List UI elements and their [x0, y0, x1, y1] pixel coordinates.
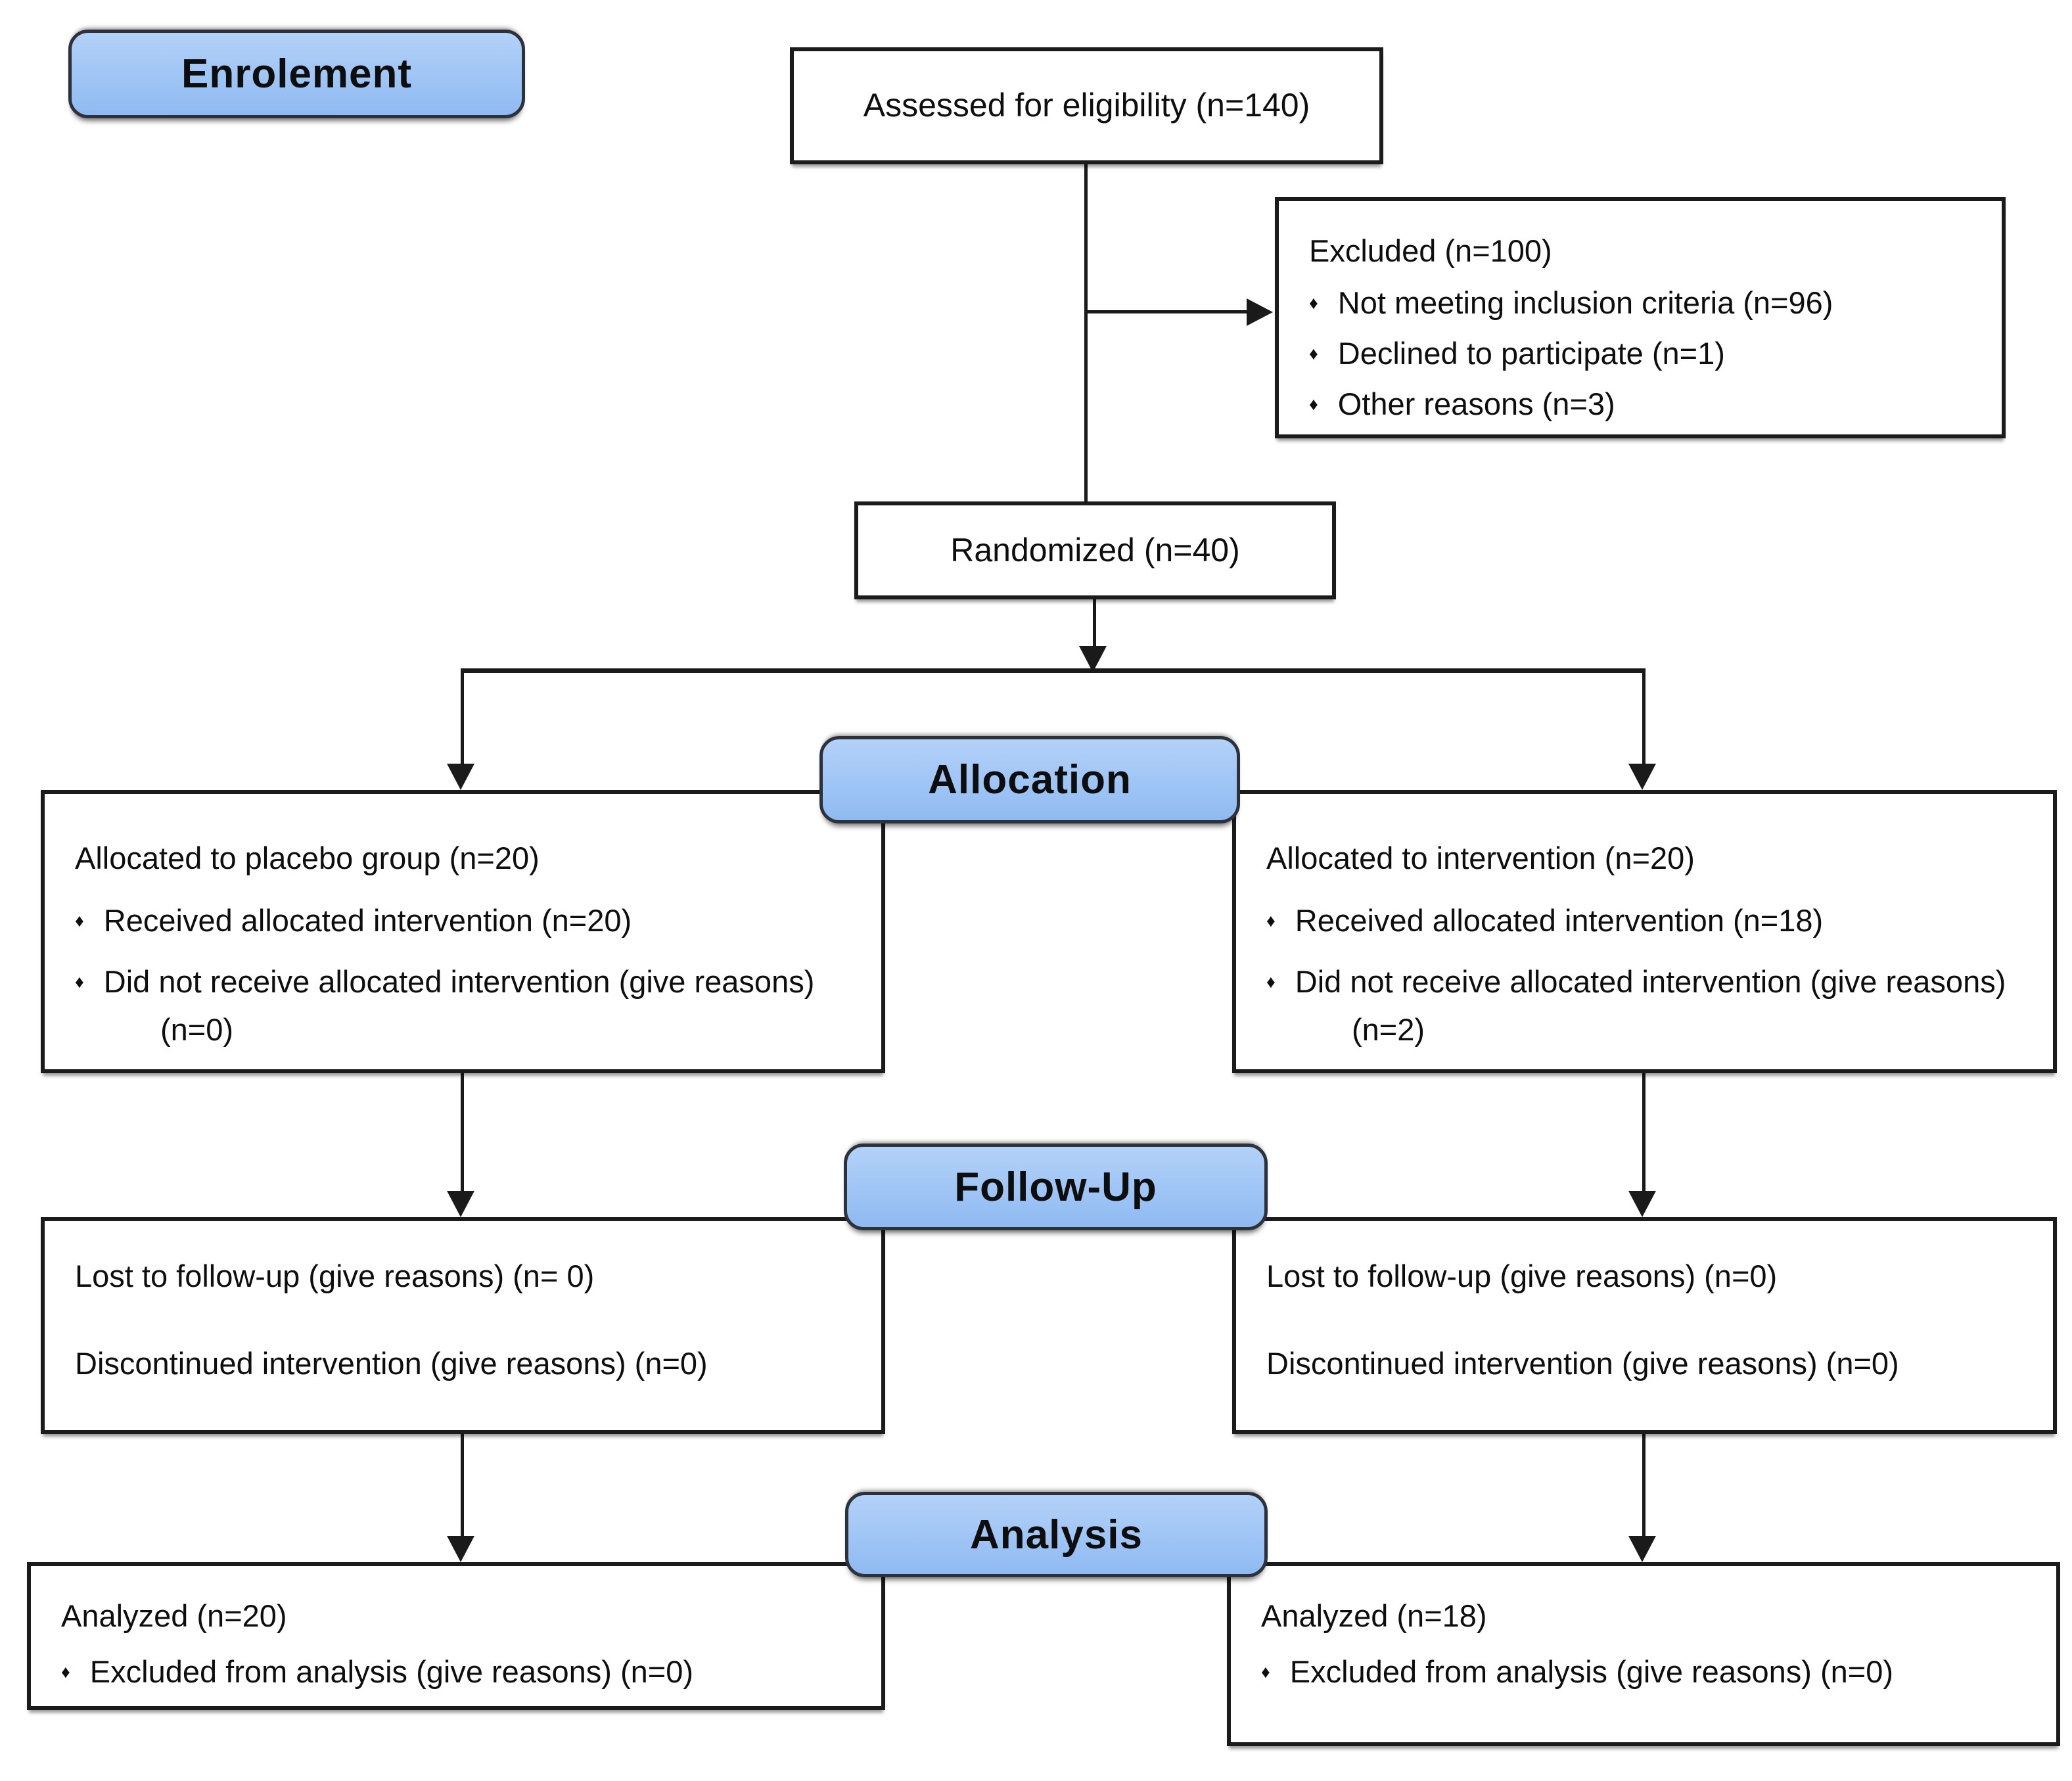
- bullet-text: Did not receive allocated intervention (…: [103, 963, 815, 1047]
- followup-left-line: Discontinued intervention (give reasons)…: [75, 1345, 708, 1381]
- stage-badge-analysis: Analysis: [845, 1492, 1268, 1577]
- arrowhead-down-icon: [447, 764, 474, 790]
- bullet-text: Declined to participate (n=1): [1337, 335, 1725, 371]
- allocation-left-bullet: ♦ Received allocated intervention (n=20): [75, 897, 856, 945]
- analysis-left-box: Analyzed (n=20) ♦ Excluded from analysis …: [27, 1562, 885, 1710]
- analysis-left-title: Analyzed (n=20): [61, 1598, 287, 1633]
- stage-label-allocation: Allocation: [928, 757, 1132, 802]
- followup-right-line: Lost to follow-up (give reasons) (n=0): [1266, 1259, 1778, 1293]
- allocation-left-bullet: ♦ Did not receive allocated intervention …: [75, 958, 856, 1054]
- stage-label-enrolement: Enrolement: [181, 51, 413, 97]
- bullet-diamond-icon: ♦: [1266, 971, 1276, 992]
- bullet-diamond-icon: ♦: [1309, 343, 1318, 363]
- analysis-right-title: Analyzed (n=18): [1261, 1598, 1487, 1633]
- bullet-diamond-icon: ♦: [1261, 1661, 1270, 1682]
- bullet-text: Excluded from analysis (give reasons) (n…: [89, 1654, 693, 1689]
- bullet-text: Other reasons (n=3): [1337, 386, 1615, 421]
- arrowhead-down-icon: [1628, 1536, 1656, 1562]
- stage-badge-enrolement: Enrolement: [68, 30, 525, 118]
- analysis-right-box: Analyzed (n=18) ♦ Excluded from analysis …: [1227, 1562, 2060, 1746]
- randomized-box: Randomized (n=40): [854, 501, 1336, 599]
- arrowhead-down-icon: [1079, 646, 1107, 672]
- allocation-right-bullet: ♦ Did not receive allocated intervention …: [1266, 958, 2028, 1054]
- arrowhead-down-icon: [1628, 1191, 1656, 1217]
- followup-right-line: Discontinued intervention (give reasons)…: [1266, 1345, 1899, 1381]
- stage-label-followup: Follow-Up: [954, 1164, 1157, 1210]
- bullet-diamond-icon: ♦: [75, 971, 84, 992]
- line-fuleft-to-analysisleft: [461, 1434, 464, 1537]
- stage-badge-followup: Follow-Up: [844, 1144, 1268, 1230]
- excluded-box: Excluded (n=100) ♦ Not meeting inclusion …: [1275, 197, 2006, 438]
- bullet-text: Excluded from analysis (give reasons) (n…: [1289, 1654, 1893, 1689]
- bullet-text: Did not receive allocated intervention (…: [1295, 963, 2006, 1047]
- assessed-text: Assessed for eligibility (n=140): [863, 87, 1310, 124]
- stage-badge-allocation: Allocation: [819, 736, 1240, 823]
- allocation-right-title: Allocated to intervention (n=20): [1266, 841, 1695, 875]
- bullet-diamond-icon: ♦: [61, 1661, 70, 1682]
- line-split-horizontal: [463, 668, 1644, 673]
- analysis-left-bullet: ♦ Excluded from analysis (give reasons) (…: [61, 1648, 856, 1696]
- allocation-left-box: Allocated to placebo group (n=20) ♦ Recei…: [41, 790, 885, 1073]
- arrowhead-down-icon: [447, 1191, 474, 1217]
- bullet-diamond-icon: ♦: [1309, 292, 1318, 313]
- line-split-right-down: [1642, 668, 1646, 765]
- arrowhead-right-icon: [1247, 298, 1273, 326]
- line-allocleft-to-fuleft: [461, 1073, 464, 1192]
- line-furight-to-analysisright: [1642, 1434, 1646, 1537]
- assessed-box: Assessed for eligibility (n=140): [790, 47, 1383, 164]
- line-randomized-down: [1093, 599, 1096, 649]
- allocation-right-box: Allocated to intervention (n=20) ♦ Receiv…: [1232, 790, 2057, 1073]
- allocation-right-bullet: ♦ Received allocated intervention (n=18): [1266, 897, 2028, 945]
- line-branch-to-excluded: [1084, 310, 1249, 313]
- followup-left-box: Lost to follow-up (give reasons) (n= 0) …: [41, 1217, 885, 1434]
- bullet-diamond-icon: ♦: [75, 910, 84, 931]
- arrowhead-down-icon: [447, 1536, 474, 1562]
- arrowhead-down-icon: [1628, 764, 1656, 790]
- excluded-bullet: ♦ Other reasons (n=3): [1309, 381, 1977, 428]
- stage-label-analysis: Analysis: [969, 1512, 1143, 1558]
- bullet-text: Not meeting inclusion criteria (n=96): [1337, 285, 1833, 320]
- analysis-right-bullet: ♦ Excluded from analysis (give reasons) (…: [1261, 1648, 2031, 1696]
- followup-right-box: Lost to follow-up (give reasons) (n=0) D…: [1232, 1217, 2057, 1434]
- line-allocright-to-furight: [1642, 1073, 1646, 1192]
- bullet-text: Received allocated intervention (n=18): [1295, 902, 1824, 938]
- excluded-bullet: ♦ Declined to participate (n=1): [1309, 330, 1977, 378]
- bullet-diamond-icon: ♦: [1309, 394, 1318, 414]
- excluded-bullet: ♦ Not meeting inclusion criteria (n=96): [1309, 279, 1977, 327]
- bullet-diamond-icon: ♦: [1266, 910, 1276, 931]
- bullet-text: Received allocated intervention (n=20): [103, 902, 632, 938]
- line-split-left-down: [461, 668, 464, 765]
- excluded-title: Excluded (n=100): [1309, 233, 1552, 268]
- followup-left-line: Lost to follow-up (give reasons) (n= 0): [75, 1259, 595, 1293]
- line-assessed-to-randomized: [1084, 164, 1088, 501]
- randomized-text: Randomized (n=40): [950, 531, 1240, 568]
- allocation-left-title: Allocated to placebo group (n=20): [75, 841, 540, 875]
